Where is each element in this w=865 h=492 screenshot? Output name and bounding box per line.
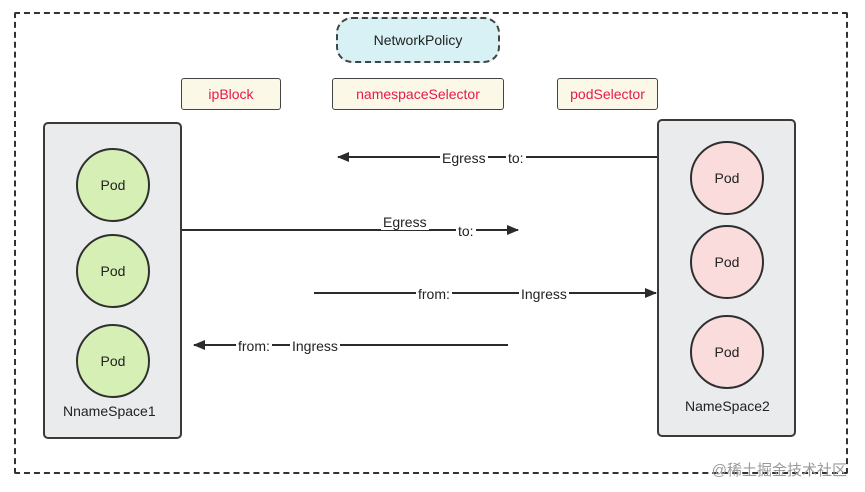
pod-left-2: Pod	[76, 234, 150, 308]
namespace-right: Pod Pod Pod NameSpace2	[657, 119, 796, 437]
egress-in-to-label: to:	[506, 150, 526, 166]
pod-label: Pod	[100, 263, 126, 279]
egress-out-label: Egress	[381, 214, 429, 230]
ingress-out-label: Ingress	[519, 286, 569, 302]
ipblock-label: ipBlock	[208, 86, 254, 102]
pod-left-3: Pod	[76, 324, 150, 398]
pod-label: Pod	[714, 170, 740, 186]
network-policy-node: NetworkPolicy	[336, 17, 500, 63]
namespace-selector-label: namespaceSelector	[356, 86, 480, 102]
pod-selector: podSelector	[557, 78, 658, 110]
pod-label: Pod	[100, 353, 126, 369]
namespace-selector: namespaceSelector	[332, 78, 504, 110]
ingress-in-label: Ingress	[290, 338, 340, 354]
pod-label: Pod	[100, 177, 126, 193]
pod-right-1: Pod	[690, 141, 764, 215]
egress-in-label: Egress	[440, 150, 488, 166]
diagram-boundary	[14, 12, 848, 474]
pod-selector-label: podSelector	[570, 86, 645, 102]
pod-label: Pod	[714, 254, 740, 270]
ingress-in-from-label: from:	[236, 338, 272, 354]
network-policy-label: NetworkPolicy	[373, 32, 463, 48]
watermark: @稀土掘金技术社区	[711, 462, 847, 479]
ingress-out-from-label: from:	[416, 286, 452, 302]
ipblock-selector: ipBlock	[181, 78, 281, 110]
namespace-left-label: NnameSpace1	[63, 403, 156, 419]
egress-out-to-label: to:	[456, 223, 476, 239]
pod-left-1: Pod	[76, 148, 150, 222]
pod-right-3: Pod	[690, 315, 764, 389]
pod-label: Pod	[714, 344, 740, 360]
pod-right-2: Pod	[690, 225, 764, 299]
namespace-left: Pod Pod Pod NnameSpace1	[43, 122, 182, 439]
namespace-right-label: NameSpace2	[685, 398, 770, 414]
